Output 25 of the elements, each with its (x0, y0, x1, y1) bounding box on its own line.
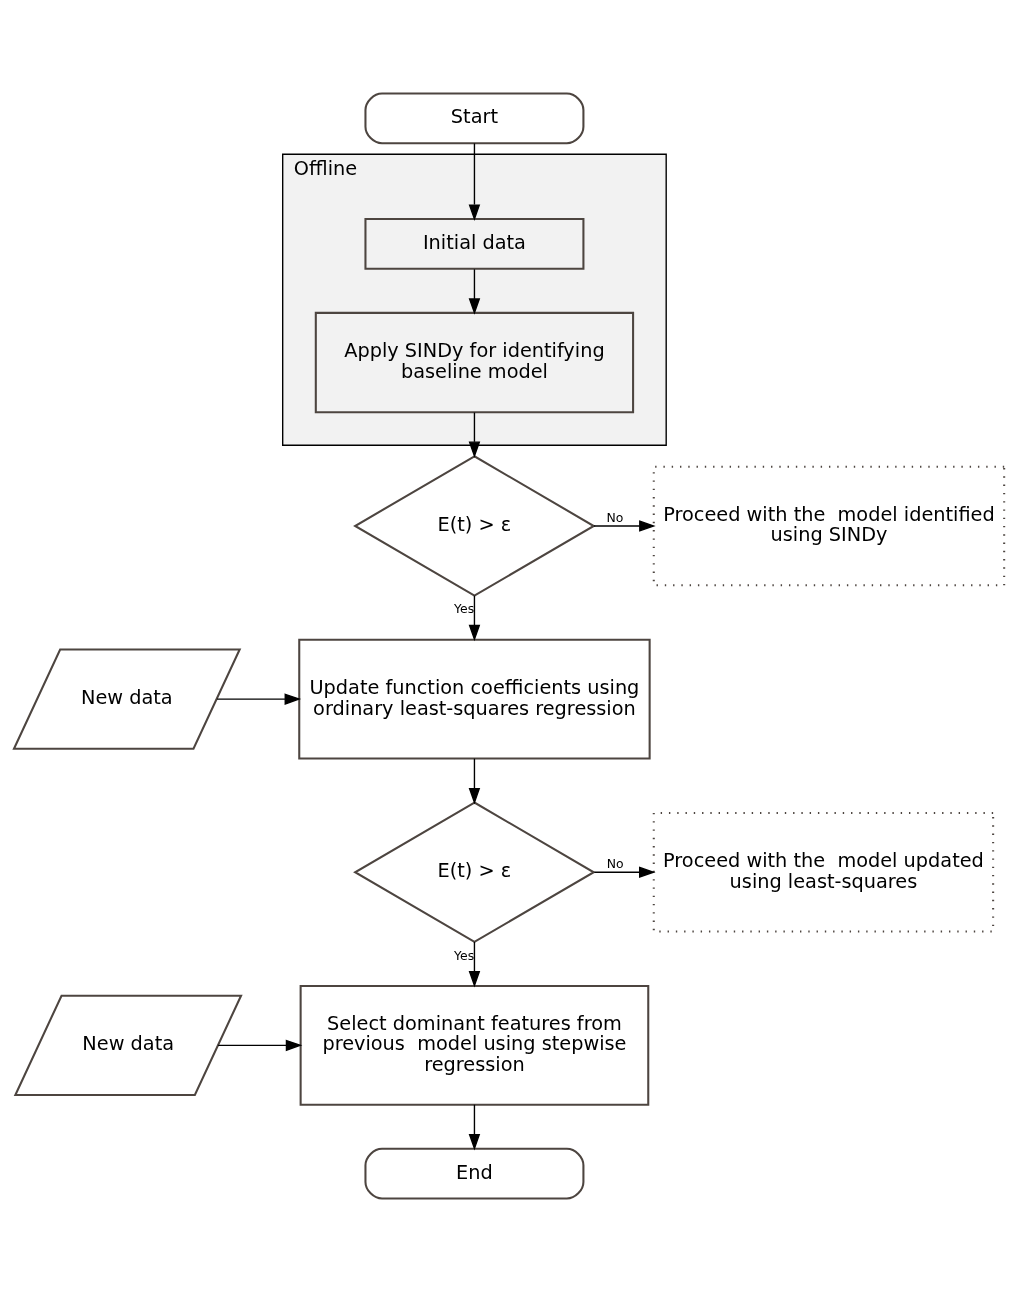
arrow (216, 693, 302, 705)
node-diamond: E(t) > ε (353, 801, 596, 944)
edge-label: No (606, 856, 624, 872)
arrow (468, 268, 481, 315)
edge-label: Yes (454, 947, 475, 963)
node-diamond: E(t) > ε (353, 455, 596, 597)
arrow (468, 941, 481, 988)
arrow (593, 866, 656, 879)
arrow (468, 757, 481, 805)
arrow (593, 520, 656, 532)
node-box: Update function coefficients using ordinary least-squares regression (298, 638, 651, 760)
node-box: Start (364, 92, 585, 145)
node-box: Proceed with the model identified using SINDy (652, 465, 1006, 587)
arrow (468, 1104, 481, 1151)
arrow (217, 1039, 303, 1052)
arrow (468, 411, 481, 459)
edge-label: Yes (454, 601, 475, 617)
arrow (468, 595, 481, 642)
arrow (468, 142, 481, 221)
node-box: Select dominant features from previous model using stepwise regression (299, 985, 650, 1106)
node-box: End (364, 1147, 585, 1200)
node-box: Apply SINDy for identifying baseline model (314, 311, 635, 414)
edge-label: No (606, 510, 624, 526)
node-box: Proceed with the model updated using least-squares (652, 811, 995, 933)
node-box: Initial data (364, 218, 585, 270)
